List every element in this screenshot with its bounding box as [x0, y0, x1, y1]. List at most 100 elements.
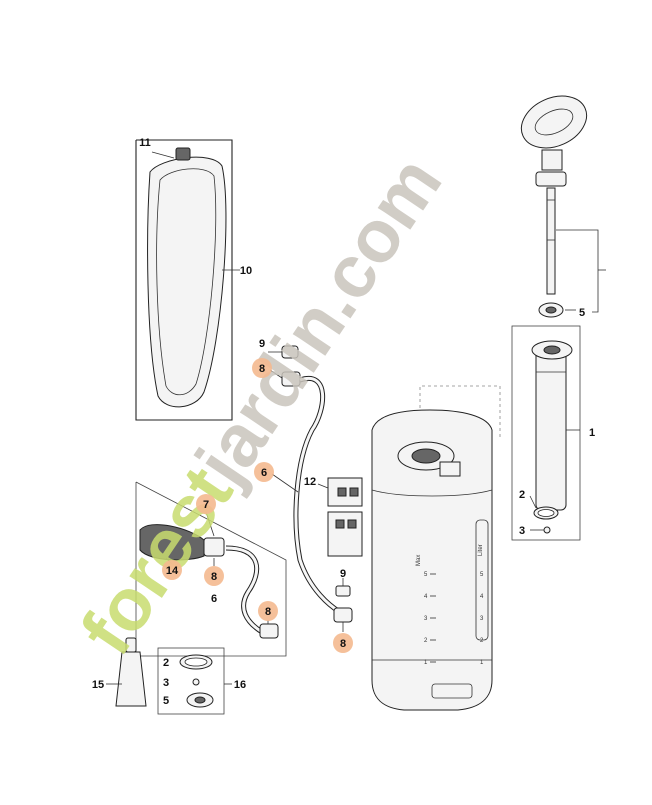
pump-collar	[535, 171, 567, 187]
callout-label-16: 16	[234, 679, 246, 691]
handle-nut-8	[203, 537, 225, 557]
leader-8-top	[269, 369, 283, 379]
callout-highlight-8	[258, 601, 278, 621]
nut-9-bottom	[335, 585, 351, 597]
strap-assembly	[135, 139, 240, 421]
tank-base-slot	[431, 683, 473, 699]
pump-cylinder-assembly	[511, 325, 581, 541]
strap-buckle	[175, 147, 191, 161]
callout-label-8: 8	[340, 638, 346, 650]
callout-label-10: 10	[240, 265, 252, 277]
scale-tick-label: 5	[424, 572, 428, 578]
callout-label-9: 9	[259, 338, 265, 350]
warning-label-bottom	[327, 511, 363, 557]
pump-handle-grip	[534, 108, 574, 136]
tank-unit-label: Liter	[478, 544, 484, 556]
cylinder-cap-hole	[543, 345, 561, 355]
scale-tick-label: 3	[424, 616, 428, 622]
callout-highlight-6	[254, 462, 274, 482]
scale-tick-label-window: 4	[480, 594, 484, 600]
callout-label-6: 6	[211, 593, 217, 605]
callout-label-9: 9	[340, 568, 346, 580]
pump-assembly	[520, 95, 606, 318]
tank-max-label: Max	[416, 555, 422, 566]
pump-handle-neck	[541, 149, 563, 171]
cylinder-o-ring-inner	[537, 509, 555, 517]
tank-handle	[439, 461, 461, 477]
callout-label-1: 1	[589, 427, 595, 439]
leader-11	[151, 151, 175, 159]
spray-handle	[139, 524, 205, 561]
scale-tick-label-window: 1	[480, 660, 484, 666]
upper-hose	[268, 345, 353, 632]
callout-label-8: 8	[265, 606, 271, 618]
scale-tick-label-window: 2	[480, 638, 484, 644]
warning-pictogram-4	[347, 519, 357, 529]
callout-label-14: 14	[166, 565, 179, 577]
tank-filler-opening	[411, 448, 441, 464]
kit-nut-8	[259, 623, 279, 639]
callout-label-7: 7	[203, 499, 209, 511]
tank-window	[475, 519, 489, 641]
seal-o-ring-inner	[184, 657, 208, 667]
leader-7	[205, 511, 215, 537]
leader-6-top	[271, 473, 299, 493]
seal-kit	[157, 647, 232, 715]
tank-body	[371, 409, 493, 711]
callout-label-12: 12	[304, 476, 316, 488]
seal-gasket-center	[194, 696, 206, 704]
leader-12	[317, 483, 329, 489]
callout-label-11: 11	[139, 137, 151, 149]
bracket-pump-rod	[556, 229, 599, 313]
scale-tick-label: 2	[424, 638, 428, 644]
grease-tube	[106, 637, 147, 707]
callout-label-2: 2	[519, 489, 525, 501]
cylinder-frame	[511, 325, 581, 541]
dashed-group-outline	[419, 385, 501, 440]
warning-pictogram-3	[335, 519, 345, 529]
callout-highlight-8	[204, 566, 224, 586]
pump-rod	[546, 187, 556, 295]
tank: 5 5 4 4 3 3 2 2 1 1 Max Liter	[317, 409, 493, 711]
pump-cylinder	[535, 349, 567, 511]
leader-2-right	[529, 495, 537, 509]
grease-tube-cap	[125, 637, 137, 653]
strap-frame	[135, 139, 233, 421]
seal-kit-frame	[157, 647, 225, 715]
watermark-part-forest: forest	[64, 452, 248, 669]
scale-tick-label: 4	[424, 594, 428, 600]
callout-highlight-8	[333, 633, 353, 653]
warning-pictogram-2	[349, 487, 359, 497]
strap-inner-line	[156, 168, 217, 396]
callout-label-3: 3	[163, 677, 169, 689]
nut-8-bottom	[333, 607, 353, 623]
lance-kit	[135, 481, 287, 657]
scale-tick-label-window: 5	[480, 572, 484, 578]
tank-shoulder	[371, 489, 493, 497]
pump-handle	[520, 95, 588, 149]
callout-highlight-14	[162, 560, 182, 580]
kit-hose-inner	[225, 546, 263, 634]
callout-highlight-8	[252, 358, 272, 378]
tank-scale: 5 5 4 4 3 3 2 2 1 1	[424, 572, 484, 666]
callout-label-2: 2	[163, 657, 169, 669]
callout-label-8: 8	[259, 363, 265, 375]
callout-label-5: 5	[579, 307, 585, 319]
warning-pictogram-1	[337, 487, 347, 497]
callout-label-15: 15	[92, 679, 104, 691]
strap	[147, 156, 227, 408]
scale-tick-label-window: 3	[480, 616, 484, 622]
callout-highlight-7	[196, 494, 216, 514]
seal-valve	[192, 678, 200, 686]
cylinder-valve	[543, 526, 551, 534]
lance-kit-frame	[135, 481, 287, 657]
callout-label-3: 3	[519, 525, 525, 537]
callout-label-5: 5	[163, 695, 169, 707]
callout-label-8: 8	[211, 571, 217, 583]
pump-seal-center	[545, 306, 557, 314]
scale-tick-label: 1	[424, 660, 428, 666]
callout-label-6: 6	[261, 467, 267, 479]
